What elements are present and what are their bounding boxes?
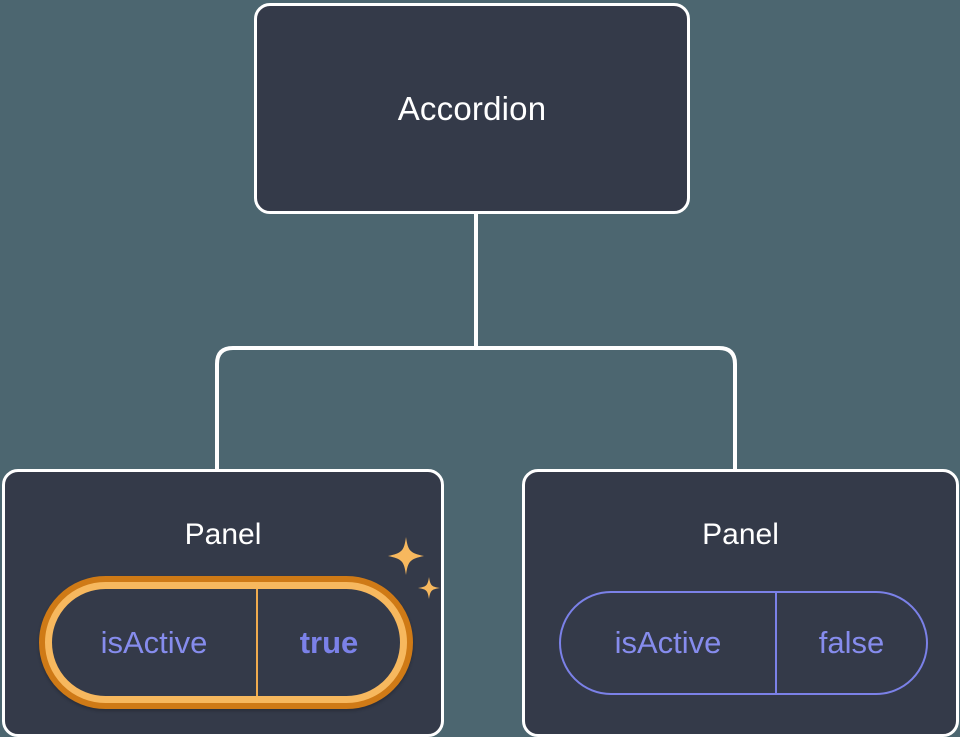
node-panel-right-label: Panel [702, 518, 779, 551]
sparkle-small-icon [418, 577, 440, 599]
sparkle-large-icon [388, 537, 424, 575]
node-accordion-label: Accordion [397, 90, 547, 127]
prop-pill-inner-ring: isActive true [45, 582, 407, 703]
node-accordion[interactable]: Accordion [254, 3, 690, 214]
prop-key-isactive: isActive [561, 593, 777, 693]
prop-value-true: true [299, 624, 359, 660]
prop-pill-isactive-true[interactable]: isActive true [39, 576, 413, 709]
prop-key-isactive: isActive [52, 589, 258, 696]
node-panel-left-label: Panel [184, 518, 262, 551]
node-panel-left[interactable]: Panel isActive true [2, 469, 444, 737]
connector-branch-bus [215, 346, 737, 470]
prop-pill-isactive-false[interactable]: isActive false [559, 591, 928, 695]
sparkles-icon [384, 533, 444, 605]
node-panel-right[interactable]: Panel isActive false [522, 469, 959, 737]
prop-value-false: false [818, 625, 885, 660]
